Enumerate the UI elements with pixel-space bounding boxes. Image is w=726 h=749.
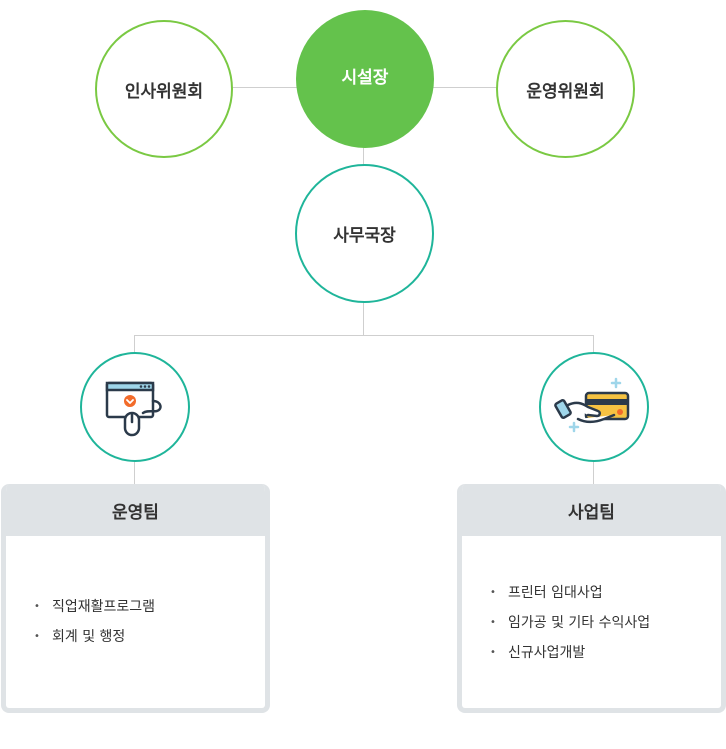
operations-team-box: 운영팀 직업재활프로그램 회계 및 행정 bbox=[1, 484, 270, 713]
connector-director-secretary bbox=[363, 147, 364, 165]
list-item: 직업재활프로그램 bbox=[34, 592, 155, 622]
operations-team-header: 운영팀 bbox=[6, 484, 265, 536]
personnel-committee-label: 인사위원회 bbox=[124, 81, 204, 102]
list-item: 임가공 및 기타 수익사업 bbox=[490, 608, 650, 638]
operations-team-duties: 직업재활프로그램 회계 및 행정 bbox=[34, 592, 155, 652]
operating-committee-label: 운영위원회 bbox=[526, 81, 605, 102]
connector-branch-right bbox=[593, 335, 594, 352]
connector-icon-left-team bbox=[134, 460, 135, 484]
personnel-committee-node: 인사위원회 bbox=[95, 20, 233, 158]
secretary-general-label: 사무국장 bbox=[333, 226, 396, 246]
business-team-header: 사업팀 bbox=[462, 484, 721, 536]
business-team-box: 사업팀 프린터 임대사업 임가공 및 기타 수익사업 신규사업개발 bbox=[457, 484, 726, 713]
connector-horizontal-branch bbox=[134, 335, 594, 336]
business-team-title: 사업팀 bbox=[568, 502, 615, 523]
connector-left-committee bbox=[232, 87, 298, 88]
connector-secretary-down bbox=[363, 302, 364, 336]
business-team-icon-node bbox=[539, 352, 649, 462]
secretary-general-node: 사무국장 bbox=[295, 164, 434, 303]
operating-committee-node: 운영위원회 bbox=[496, 20, 635, 158]
list-item: 회계 및 행정 bbox=[34, 622, 155, 652]
director-label: 시설장 bbox=[341, 67, 389, 88]
connector-right-committee bbox=[431, 87, 498, 88]
connector-branch-left bbox=[134, 335, 135, 352]
operations-team-icon-node bbox=[80, 352, 190, 462]
list-item: 프린터 임대사업 bbox=[490, 578, 650, 608]
computer-mouse-icon bbox=[105, 381, 162, 437]
director-node: 시설장 bbox=[296, 10, 434, 148]
list-item: 신규사업개발 bbox=[490, 638, 650, 668]
operations-team-title: 운영팀 bbox=[112, 502, 159, 523]
connector-icon-right-team bbox=[593, 460, 594, 484]
hand-card-icon bbox=[554, 377, 630, 433]
business-team-duties: 프린터 임대사업 임가공 및 기타 수익사업 신규사업개발 bbox=[490, 578, 650, 668]
